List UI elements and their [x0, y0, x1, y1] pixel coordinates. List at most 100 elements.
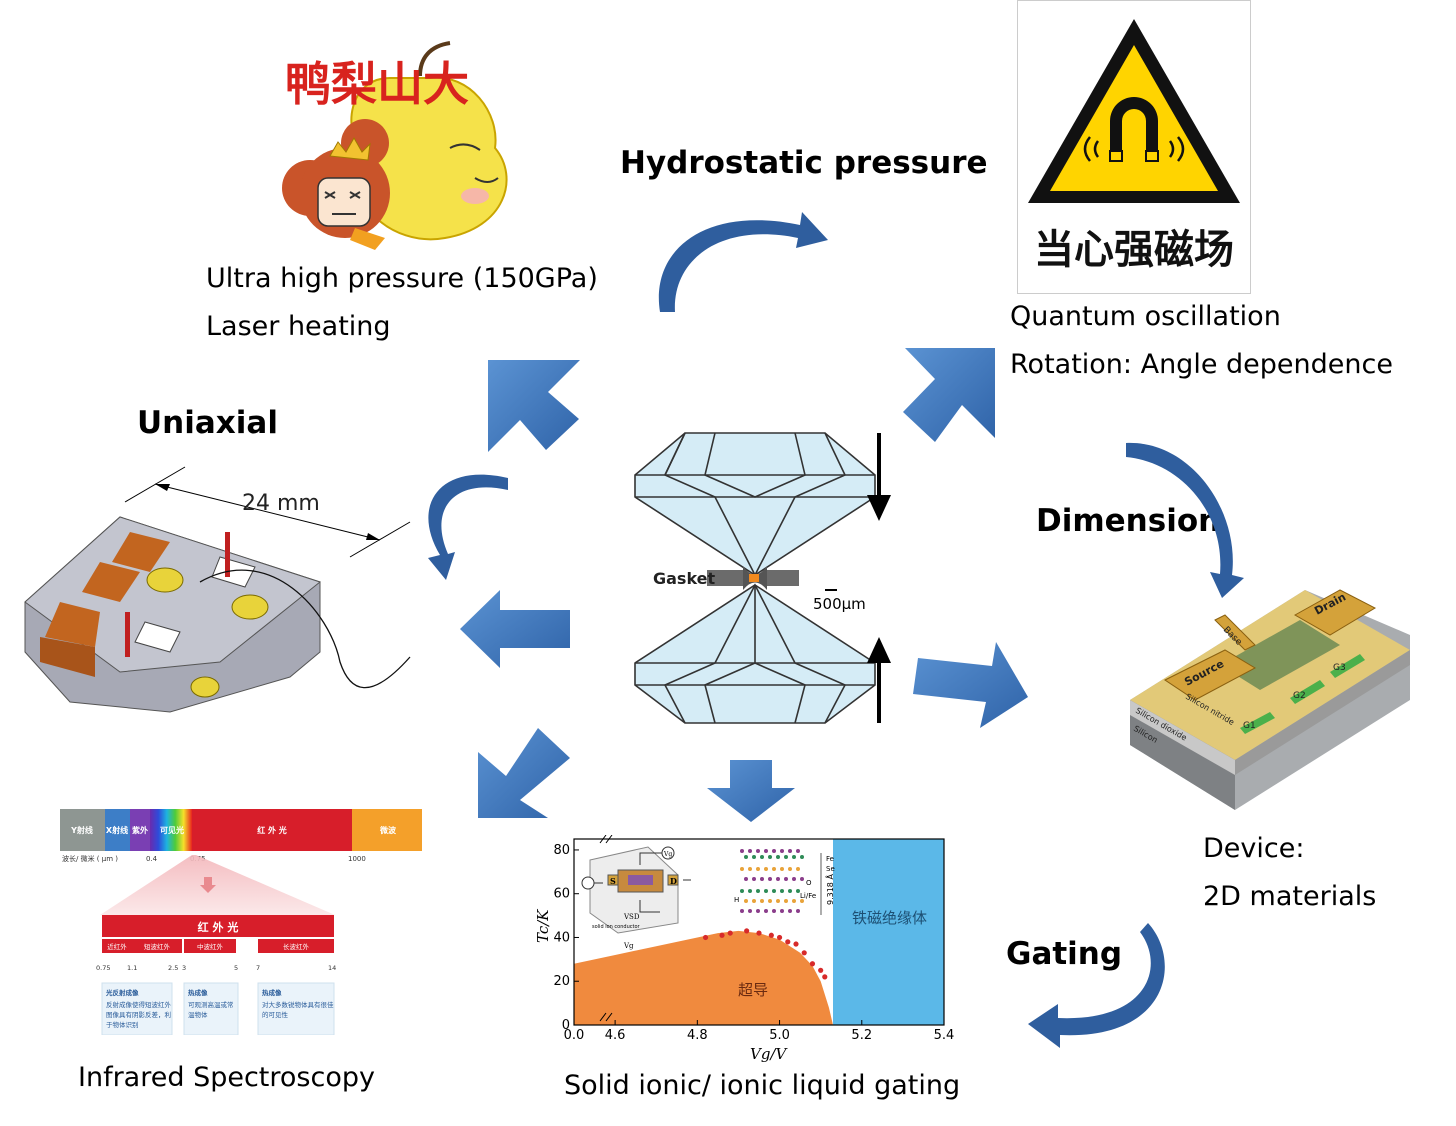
ir-box-3-line-2: 的可见性 — [262, 1010, 289, 1019]
crystal-h: H — [734, 896, 739, 904]
crystal-atom — [764, 867, 768, 871]
crown-icon — [329, 136, 371, 161]
arrow-down — [707, 760, 795, 822]
ir-tick-5: 7 — [256, 964, 260, 972]
crystal-atom — [776, 877, 780, 881]
band-infrared-label: 红 外 光 — [257, 825, 287, 835]
arrow-left — [460, 590, 570, 668]
ir-title: 红 外 光 — [198, 920, 239, 934]
crystal-atom — [740, 909, 744, 913]
band-gamma-label: Y射线 — [70, 825, 93, 835]
ir-box-2-line-1: 可观测高温或常 — [188, 1000, 234, 1009]
solid-ionic-gating-label: Solid ionic/ ionic liquid gating — [564, 1070, 961, 1101]
tc-data-point — [702, 934, 709, 941]
uniaxial-strain-cell: 24 mm — [24, 466, 411, 713]
crystal-atom — [800, 877, 804, 881]
crystal-atom — [760, 899, 764, 903]
ultra-high-pressure-label: Ultra high pressure (150GPa) — [206, 263, 598, 294]
x-tick-label: 5.4 — [934, 1028, 955, 1043]
upper-diamond — [634, 432, 876, 576]
ir-tick-2: 2.5 — [168, 964, 178, 972]
y-tick-label: 40 — [553, 930, 570, 945]
crystal-atom — [764, 849, 768, 853]
tc-data-point — [756, 930, 762, 936]
crystal-atom — [744, 855, 748, 859]
curved-arrow-hydrostatic — [658, 212, 828, 312]
ir-tick-4: 5 — [234, 964, 238, 972]
crystal-atom — [744, 899, 748, 903]
superconductor-dome — [574, 930, 833, 1025]
x-tick-label: 4.8 — [687, 1028, 708, 1043]
ir-band-near-label: 近红外 — [107, 942, 127, 951]
crystal-fe: Fe — [826, 855, 834, 863]
crystal-atom — [800, 899, 804, 903]
ir-band-long-label: 长波红外 — [283, 942, 310, 951]
tick-0-4: 0.4 — [146, 855, 158, 863]
crystal-atom — [764, 889, 768, 893]
chart-frame — [573, 838, 945, 1026]
crystal-atom — [748, 849, 752, 853]
ir-band-mid-label: 中波红外 — [197, 942, 224, 951]
crystal-atom — [756, 889, 760, 893]
device-inset: Vg VSD S D Vg solid ion conductor — [581, 846, 691, 950]
chart-plot-area — [574, 839, 944, 1025]
y-tick-label: 0 — [562, 1018, 570, 1033]
inset-vg-bottom: Vg — [623, 942, 634, 950]
crystal-atom — [748, 909, 752, 913]
warning-sign: 当心强磁场 — [1017, 0, 1251, 294]
band-xray-label: X射线 — [106, 825, 128, 835]
crystal-atom — [768, 899, 772, 903]
tc-data-point — [744, 928, 750, 934]
diamond-anvil-cell: Gasket 500μm — [634, 432, 891, 724]
crystal-atom — [756, 849, 760, 853]
crystal-atom — [752, 855, 756, 859]
scale-bar-label: 500μm — [813, 595, 866, 613]
ir-box-3-line-1: 对大多数锐物体具有很佳 — [262, 1000, 334, 1009]
2d-materials-label: 2D materials — [1203, 881, 1377, 912]
crystal-atom — [780, 889, 784, 893]
band-microwave-label: 微波 — [379, 825, 397, 835]
crystal-atom — [788, 909, 792, 913]
crystal-atom — [792, 899, 796, 903]
crystal-atom — [800, 855, 804, 859]
x-tick-label: 0.0 — [564, 1028, 585, 1043]
dimension-line — [154, 483, 381, 541]
ir-band-mid — [184, 939, 236, 953]
ir-box-1-line-1: 反射成像使得短波红外 — [106, 1000, 172, 1009]
screw — [146, 567, 184, 593]
source-electrode — [1164, 649, 1257, 701]
crystal-atom — [748, 889, 752, 893]
uniaxial-label: Uniaxial — [137, 405, 278, 441]
quantum-oscillation-label: Quantum oscillation — [1010, 301, 1281, 332]
ir-band-near — [102, 939, 132, 953]
crystal-atom — [768, 877, 772, 881]
band-uv-label: 紫外 — [132, 825, 148, 835]
crystal-atom — [756, 909, 760, 913]
ir-box-3-title: 热成像 — [262, 988, 282, 997]
ir-box-2-line-2: 温物体 — [188, 1010, 208, 1019]
tc-data-point — [785, 939, 791, 945]
magnet-icon — [1110, 97, 1158, 161]
band-gamma — [60, 809, 105, 851]
band-visible — [150, 809, 192, 851]
hydrostatic-pressure-label: Hydrostatic pressure — [620, 145, 988, 181]
warning-triangle-fill — [1050, 45, 1218, 191]
pear-stem — [418, 41, 451, 77]
tc-data-point — [801, 950, 807, 956]
crystal-atom — [796, 889, 800, 893]
girl-face — [317, 177, 371, 227]
band-uv — [130, 809, 150, 851]
2d-material-channel — [1220, 620, 1340, 690]
ir-tick-6: 14 — [328, 964, 336, 972]
ir-info-box-2 — [183, 982, 239, 1035]
gasket-label: Gasket — [653, 569, 716, 588]
crystal-atom — [760, 877, 764, 881]
device-label: Device: — [1203, 833, 1305, 864]
ir-band-short — [132, 939, 182, 953]
insulator-region — [833, 839, 944, 1025]
insulator-region-label: 铁磁绝缘体 — [852, 909, 927, 927]
crystal-atom — [796, 849, 800, 853]
ir-title-bar — [102, 915, 334, 937]
crystal-atom — [788, 849, 792, 853]
curved-arrow-uniaxial — [428, 474, 508, 580]
